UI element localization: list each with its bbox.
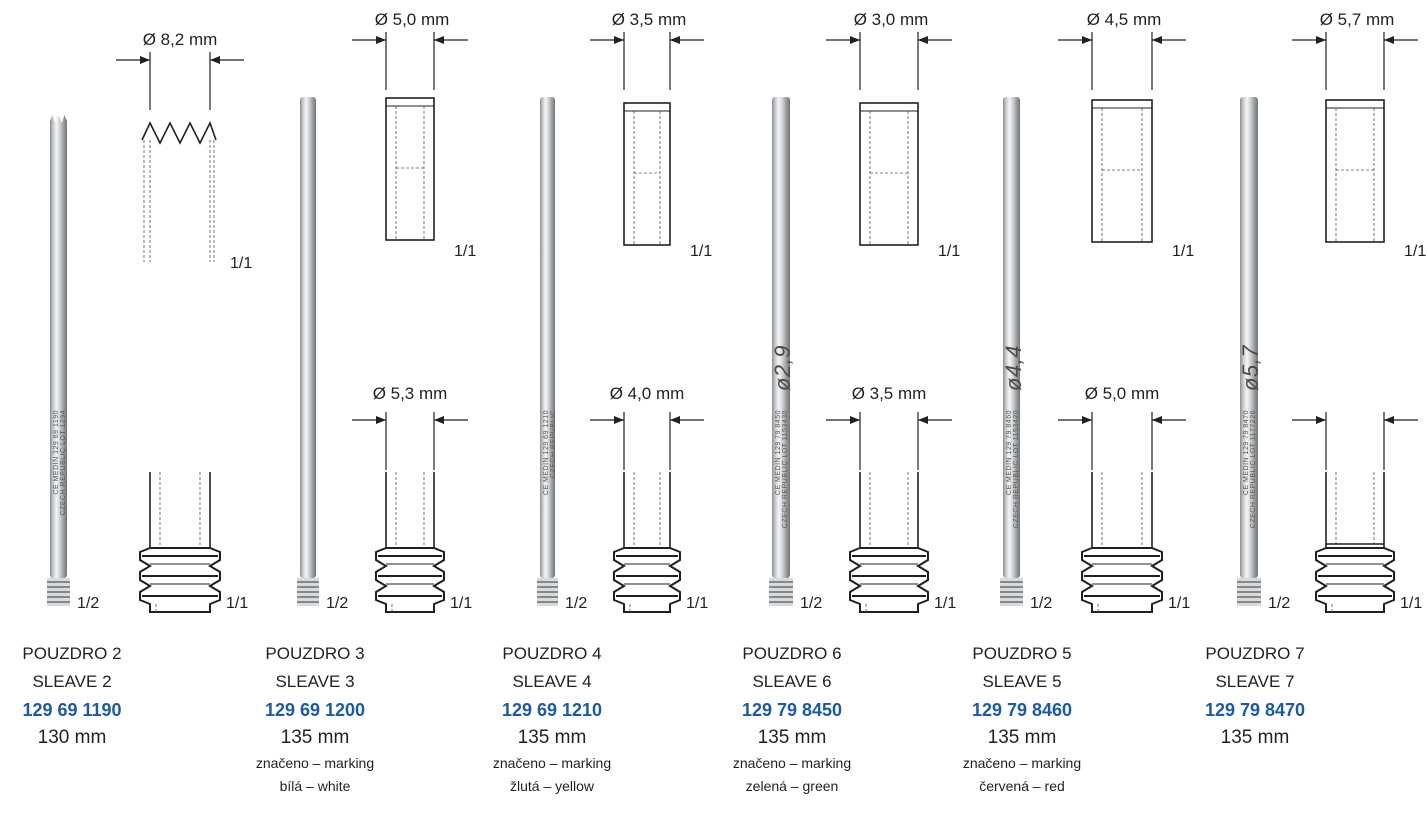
thread-profile [1315, 547, 1395, 613]
tube-top-outline [859, 102, 919, 246]
tube-top-outline [385, 97, 435, 241]
thread-profile [849, 547, 929, 613]
dim-top-arrow-right [918, 36, 928, 44]
dim-top-arrow-left [376, 36, 386, 44]
dim-bottom-arrow-left [850, 416, 860, 424]
dim-bottom-arrow-right [1384, 416, 1394, 424]
sleeve-3-drawing [590, 32, 704, 613]
dim-bottom-arrow-left [1316, 416, 1326, 424]
dim-top-arrow-right [210, 56, 220, 64]
sleeve-4-drawing [826, 32, 952, 613]
thread-profile [375, 547, 445, 613]
dim-top-arrow-left [1316, 36, 1326, 44]
thread-profile [139, 547, 221, 613]
serrated-tip [141, 120, 217, 145]
dim-bottom-arrow-left [376, 416, 386, 424]
dim-bottom-arrow-right [918, 416, 928, 424]
tube-top-outline [623, 102, 671, 246]
dim-bottom-arrow-right [1152, 416, 1162, 424]
thread-profile [613, 547, 681, 613]
sleeve-5-drawing [1058, 32, 1186, 613]
thread-profile [1081, 547, 1163, 613]
dim-top-arrow-left [614, 36, 624, 44]
sleeve-6-drawing [1292, 32, 1418, 613]
sleeve-2-drawing [352, 32, 468, 613]
dim-bottom-arrow-right [434, 416, 444, 424]
dim-bottom-arrow-left [1082, 416, 1092, 424]
dim-top-arrow-right [1384, 36, 1394, 44]
tube-top-outline [1091, 99, 1153, 243]
dim-bottom-arrow-left [614, 416, 624, 424]
dim-top-arrow-left [1082, 36, 1092, 44]
sleeve-1-drawing [116, 52, 244, 613]
dim-top-arrow-right [670, 36, 680, 44]
dim-top-arrow-left [850, 36, 860, 44]
tube-top-outline [1325, 99, 1385, 243]
dim-top-arrow-right [434, 36, 444, 44]
dim-top-arrow-right [1152, 36, 1162, 44]
dim-top-arrow-left [140, 56, 150, 64]
dim-bottom-arrow-right [670, 416, 680, 424]
